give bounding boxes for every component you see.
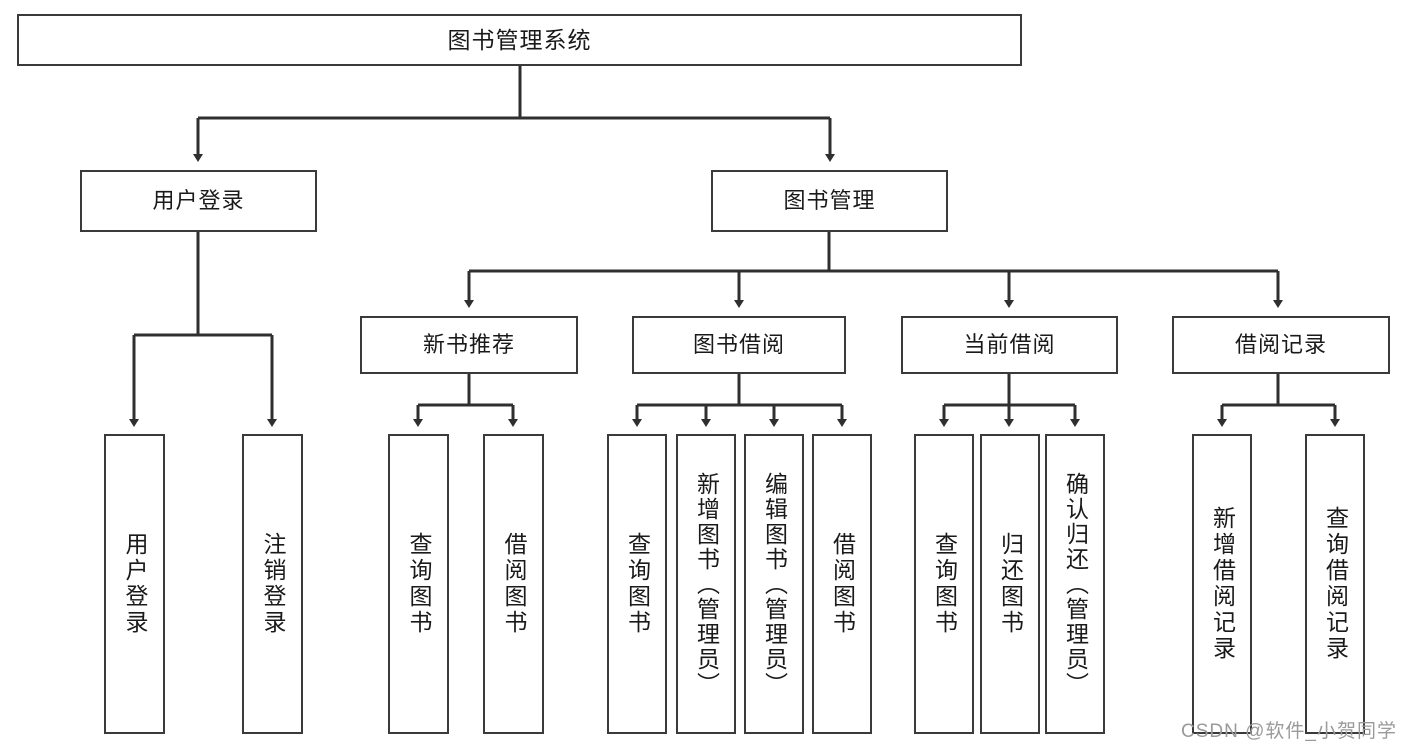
node-label: 当前借阅 bbox=[963, 332, 1056, 358]
leaf-new-book-borrow[interactable]: 借阅图书 bbox=[483, 434, 544, 734]
node-label: 图书管理系统 bbox=[447, 26, 592, 53]
leaf-borrow-record-add[interactable]: 新增借阅记录 bbox=[1192, 434, 1252, 734]
node-user-login[interactable]: 用户登录 bbox=[80, 170, 317, 232]
node-root-system[interactable]: 图书管理系统 bbox=[17, 14, 1022, 66]
leaf-current-borrow-confirm-return[interactable]: 确认归还（管理员） bbox=[1045, 434, 1105, 734]
node-label: 编辑图书（管理员） bbox=[761, 471, 788, 697]
leaf-current-borrow-return[interactable]: 归还图书 bbox=[980, 434, 1040, 734]
node-label: 借阅记录 bbox=[1234, 332, 1327, 358]
node-label: 图书管理 bbox=[783, 188, 876, 214]
node-label: 借阅图书 bbox=[501, 532, 527, 636]
node-label: 用户登录 bbox=[152, 188, 245, 214]
node-label: 查询图书 bbox=[931, 532, 958, 636]
node-label: 查询图书 bbox=[624, 532, 651, 636]
node-label: 借阅图书 bbox=[829, 532, 856, 636]
node-book-management[interactable]: 图书管理 bbox=[711, 170, 948, 232]
node-label: 用户登录 bbox=[122, 532, 148, 636]
node-label: 图书借阅 bbox=[692, 332, 785, 358]
node-label: 新增借阅记录 bbox=[1209, 506, 1236, 662]
leaf-book-borrow-edit[interactable]: 编辑图书（管理员） bbox=[744, 434, 804, 734]
leaf-book-borrow-borrow[interactable]: 借阅图书 bbox=[812, 434, 872, 734]
node-label: 查询借阅记录 bbox=[1322, 506, 1349, 662]
leaf-new-book-query[interactable]: 查询图书 bbox=[388, 434, 449, 734]
leaf-book-borrow-query[interactable]: 查询图书 bbox=[607, 434, 667, 734]
node-label: 新增图书（管理员） bbox=[693, 471, 720, 697]
node-label: 查询图书 bbox=[406, 532, 432, 636]
node-label: 确认归还（管理员） bbox=[1062, 471, 1089, 697]
node-label: 注销登录 bbox=[260, 532, 286, 636]
leaf-borrow-record-query[interactable]: 查询借阅记录 bbox=[1305, 434, 1365, 734]
leaf-book-borrow-add[interactable]: 新增图书（管理员） bbox=[676, 434, 736, 734]
leaf-current-borrow-query[interactable]: 查询图书 bbox=[914, 434, 974, 734]
node-label: 归还图书 bbox=[997, 532, 1024, 636]
leaf-user-login-login[interactable]: 用户登录 bbox=[104, 434, 165, 734]
node-current-borrow[interactable]: 当前借阅 bbox=[901, 316, 1118, 374]
node-new-book-recommend[interactable]: 新书推荐 bbox=[360, 316, 578, 374]
node-book-borrow[interactable]: 图书借阅 bbox=[632, 316, 846, 374]
watermark: CSDN @软件_小贺同学 bbox=[1181, 721, 1397, 742]
leaf-user-login-logout[interactable]: 注销登录 bbox=[242, 434, 303, 734]
node-label: 新书推荐 bbox=[422, 332, 515, 358]
node-borrow-record[interactable]: 借阅记录 bbox=[1172, 316, 1390, 374]
